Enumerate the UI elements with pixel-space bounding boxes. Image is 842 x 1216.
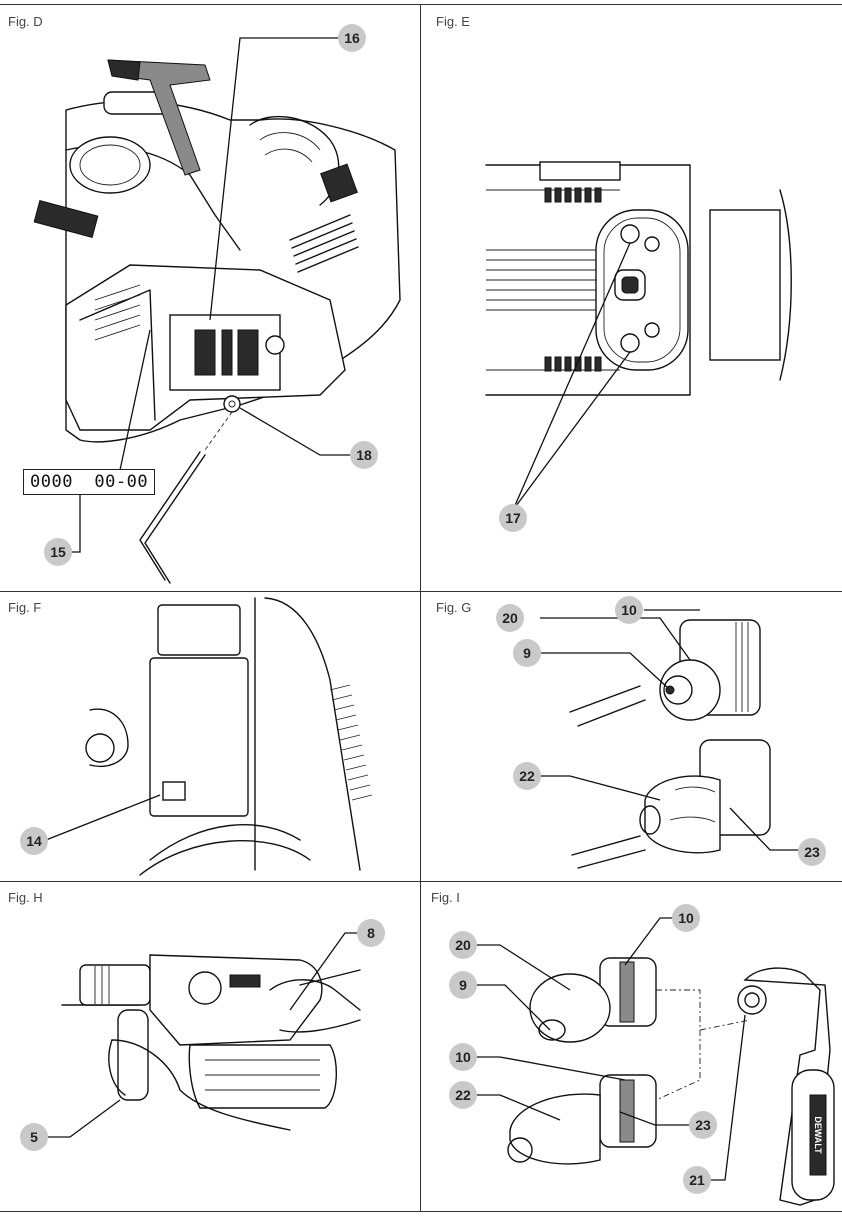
fig-d-illustration: 16 18 15 xyxy=(33,24,401,584)
callout-14: 14 xyxy=(20,827,48,855)
handle-brand-text: DEWALT xyxy=(813,1116,823,1154)
svg-text:5: 5 xyxy=(30,1129,38,1145)
callout-i-22: 22 xyxy=(449,1081,477,1109)
callout-5: 5 xyxy=(20,1123,48,1151)
fig-g-illustration: 10 20 9 22 23 xyxy=(496,596,826,869)
svg-text:23: 23 xyxy=(695,1117,711,1133)
fig-e-label: Fig. E xyxy=(436,14,470,29)
fig-d-label: Fig. D xyxy=(8,14,43,29)
callout-i-21: 21 xyxy=(683,1166,711,1194)
fig-h-label: Fig. H xyxy=(8,890,43,905)
svg-text:16: 16 xyxy=(344,30,360,46)
callout-g-20: 20 xyxy=(496,604,524,632)
date-code-label: 0000 00-00 xyxy=(23,469,156,495)
handle-brand-mark xyxy=(809,1094,827,1176)
callout-15: 15 xyxy=(44,538,72,566)
svg-text:10: 10 xyxy=(678,910,694,926)
svg-text:22: 22 xyxy=(455,1087,471,1103)
svg-text:14: 14 xyxy=(26,833,42,849)
callout-17: 17 xyxy=(499,504,527,532)
svg-text:20: 20 xyxy=(455,937,471,953)
grid-top-border xyxy=(0,4,842,5)
svg-text:21: 21 xyxy=(689,1172,705,1188)
hex-key-shape xyxy=(139,451,201,581)
callout-i-9: 9 xyxy=(449,971,477,999)
callout-8: 8 xyxy=(357,919,385,947)
grid-column-divider xyxy=(420,4,421,1212)
svg-text:8: 8 xyxy=(367,925,375,941)
svg-text:17: 17 xyxy=(505,510,521,526)
indicator-window xyxy=(162,781,186,801)
callout-i-10-upper: 10 xyxy=(672,904,700,932)
fig-g-label: Fig. G xyxy=(436,600,472,615)
fig-h-illustration: 8 5 xyxy=(20,919,385,1151)
callout-i-10-lower: 10 xyxy=(449,1043,477,1071)
svg-text:23: 23 xyxy=(804,844,820,860)
svg-text:9: 9 xyxy=(523,645,531,661)
grid-row-divider-1 xyxy=(0,591,842,592)
callout-16: 16 xyxy=(338,24,366,52)
label-panel xyxy=(149,657,249,817)
callout-g-22: 22 xyxy=(513,762,541,790)
svg-text:22: 22 xyxy=(519,768,535,784)
screw-shape xyxy=(223,395,241,413)
grid-row-divider-2 xyxy=(0,881,842,882)
lower-chuck-body xyxy=(644,775,721,854)
svg-text:10: 10 xyxy=(621,602,637,618)
callout-i-20: 20 xyxy=(449,931,477,959)
svg-text:18: 18 xyxy=(356,447,372,463)
fig-i-label: Fig. I xyxy=(431,890,460,905)
svg-text:20: 20 xyxy=(502,610,518,626)
callout-g-23: 23 xyxy=(798,838,826,866)
brush-cap-upper xyxy=(620,224,640,244)
fig-e-illustration: 17 xyxy=(485,161,792,532)
svg-text:10: 10 xyxy=(455,1049,471,1065)
fig-f-illustration: 14 xyxy=(20,597,373,876)
callout-i-23: 23 xyxy=(689,1111,717,1139)
brush-cap-lower xyxy=(620,333,640,353)
callout-g-10: 10 xyxy=(615,596,643,624)
callout-18: 18 xyxy=(350,441,378,469)
callout-g-9: 9 xyxy=(513,639,541,667)
svg-text:9: 9 xyxy=(459,977,467,993)
fig-f-label: Fig. F xyxy=(8,600,42,615)
fig-i-illustration: DEWALT 10 20 9 10 22 23 21 xyxy=(449,904,835,1206)
svg-text:15: 15 xyxy=(50,544,66,560)
grid-bottom-border xyxy=(0,1211,842,1212)
